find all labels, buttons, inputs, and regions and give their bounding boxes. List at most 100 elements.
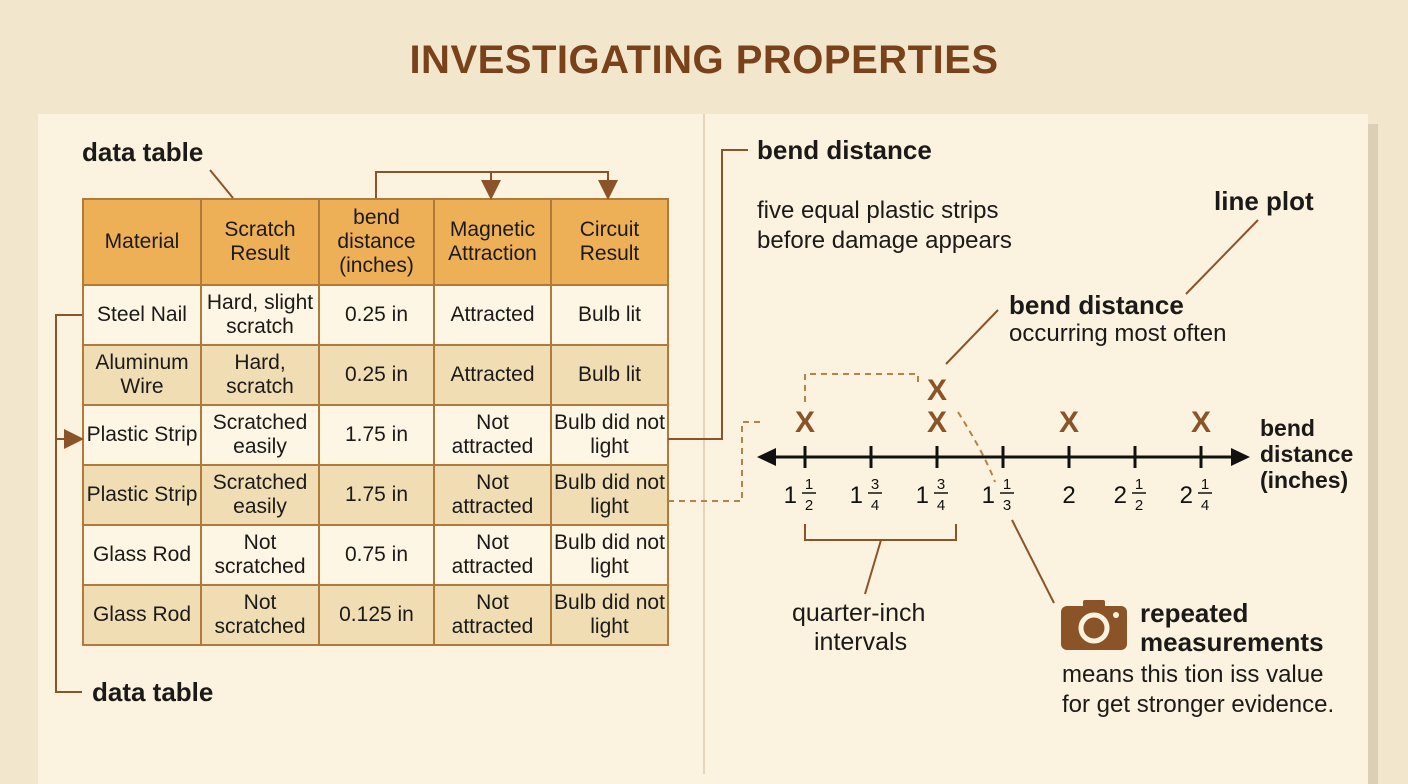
table-row: Glass Rod Not scratched 0.75 in Not attr… xyxy=(82,524,669,586)
table-cell: Bulb lit xyxy=(550,284,669,346)
tick-label-numerator: 3 xyxy=(937,476,945,493)
table-cell: Not scratched xyxy=(200,584,320,646)
interval-pointer xyxy=(864,539,882,595)
table-row: Plastic Strip Scratched easily 1.75 in N… xyxy=(82,464,669,526)
label-pointer-top xyxy=(209,169,234,199)
table-cell: Bulb lit xyxy=(550,344,669,406)
table-row: Steel Nail Hard, slight scratch 0.25 in … xyxy=(82,284,669,346)
data-table: Material Scratch Result bend distance (i… xyxy=(82,198,669,646)
tick-label-whole: 1 xyxy=(916,482,929,509)
mode-label: bend distance xyxy=(1009,290,1184,320)
table-cell: Scratched easily xyxy=(200,464,320,526)
tick-label-denominator: 2 xyxy=(1135,497,1143,514)
table-cell: Attracted xyxy=(433,344,552,406)
repeat-pointer xyxy=(1011,519,1055,604)
tick-label-denominator: 3 xyxy=(1003,497,1011,514)
line-plot-label: line plot xyxy=(1214,186,1314,216)
tick-label-numerator: 3 xyxy=(871,476,879,493)
table-cell: Glass Rod xyxy=(82,524,202,586)
table-cell: 0.25 in xyxy=(318,344,435,406)
bend-desc-line-1: five equal plastic strips xyxy=(757,197,999,224)
stack-dashed-pointer xyxy=(957,411,996,483)
table-row: Glass Rod Not scratched 0.125 in Not att… xyxy=(82,584,669,646)
repeat-desc-line-1: means this tion iss value xyxy=(1062,661,1324,688)
camera-icon xyxy=(1061,600,1127,650)
number-line-arrow-left xyxy=(757,448,776,466)
data-table-label-top: data table xyxy=(82,137,204,167)
header-material: Material xyxy=(82,198,202,286)
tick-label-whole: 1 xyxy=(850,482,863,509)
tick-label-whole: 1 xyxy=(982,482,995,509)
mode-dashed-bracket xyxy=(804,373,919,402)
line-plot-pointer xyxy=(1185,219,1259,295)
repeat-title-line-1: repeated xyxy=(1140,598,1249,628)
tick-label-denominator: 4 xyxy=(871,497,879,514)
table-cell: Bulb did not light xyxy=(550,584,669,646)
tick-label-whole: 1 xyxy=(784,482,797,509)
tick-label-whole: 2 xyxy=(1114,482,1127,509)
table-cell: 0.75 in xyxy=(318,524,435,586)
header-scratch-result: Scratch Result xyxy=(200,198,320,286)
mode-pointer xyxy=(945,309,999,365)
table-cell: Hard, slight scratch xyxy=(200,284,320,346)
table-row: Plastic Strip Scratched easily 1.75 in N… xyxy=(82,404,669,466)
tick-label-denominator: 2 xyxy=(805,497,813,514)
header-circuit-result: Circuit Result xyxy=(550,198,669,286)
bend-desc-line-2: before damage appears xyxy=(757,227,1012,254)
table-cell: Scratched easily xyxy=(200,404,320,466)
table-cell: 1.75 in xyxy=(318,464,435,526)
table-cell: Not attracted xyxy=(433,524,552,586)
interval-label-line-1: quarter-inch xyxy=(792,599,926,627)
table-cell: Steel Nail xyxy=(82,284,202,346)
table-cell: Bulb did not light xyxy=(550,464,669,526)
table-cell: Bulb did not light xyxy=(550,524,669,586)
row-to-plot-dashed xyxy=(668,421,760,502)
plot-mark-x: X xyxy=(1059,406,1079,439)
tick-label-whole: 2 xyxy=(1062,482,1075,509)
header-bend-distance: bend distance (inches) xyxy=(318,198,435,286)
table-cell: Glass Rod xyxy=(82,584,202,646)
tick-label-numerator: 1 xyxy=(1201,476,1209,493)
data-table-label-bottom: data table xyxy=(92,677,214,707)
mode-desc: occurring most often xyxy=(1009,320,1227,347)
table-cell: Bulb did not light xyxy=(550,404,669,466)
axis-title-line-1: bend xyxy=(1260,415,1315,441)
table-cell: Attracted xyxy=(433,284,552,346)
table-cell: 1.75 in xyxy=(318,404,435,466)
repeat-desc-line-2: for get stronger evidence. xyxy=(1062,691,1335,718)
table-cell: Not attracted xyxy=(433,404,552,466)
header-magnetic-attraction: Magnetic Attraction xyxy=(433,198,552,286)
axis-title-line-3: (inches) xyxy=(1260,467,1349,493)
number-line-arrow-right xyxy=(1231,448,1250,466)
table-cell: Not attracted xyxy=(433,584,552,646)
repeat-title-line-2: measurements xyxy=(1140,627,1324,657)
plot-mark-x: X xyxy=(1191,406,1211,439)
interval-label-line-2: intervals xyxy=(814,628,908,656)
tick-label-numerator: 1 xyxy=(1003,476,1011,493)
table-header-row: Material Scratch Result bend distance (i… xyxy=(82,198,669,286)
table-row: Aluminum Wire Hard, scratch 0.25 in Attr… xyxy=(82,344,669,406)
row-to-bend-connector xyxy=(668,149,748,440)
table-cell: 0.125 in xyxy=(318,584,435,646)
tick-label-numerator: 1 xyxy=(1135,476,1143,493)
table-cell: Plastic Strip xyxy=(82,404,202,466)
page-title: INVESTIGATING PROPERTIES xyxy=(409,38,999,82)
plot-mark-x: X xyxy=(927,406,947,439)
plot-mark-x: X xyxy=(795,406,815,439)
bend-distance-label: bend distance xyxy=(757,135,932,165)
tick-label-whole: 2 xyxy=(1180,482,1193,509)
plot-mark-x: X xyxy=(927,374,947,407)
table-cell: Aluminum Wire xyxy=(82,344,202,406)
tick-label-denominator: 4 xyxy=(1201,497,1209,514)
table-cell: Plastic Strip xyxy=(82,464,202,526)
interval-bracket xyxy=(804,524,957,541)
axis-title-line-2: distance xyxy=(1260,441,1354,467)
table-cell: 0.25 in xyxy=(318,284,435,346)
tick-label-denominator: 4 xyxy=(937,497,945,514)
table-cell: Not attracted xyxy=(433,464,552,526)
panel-divider xyxy=(703,114,705,774)
row-bracket xyxy=(55,314,82,693)
